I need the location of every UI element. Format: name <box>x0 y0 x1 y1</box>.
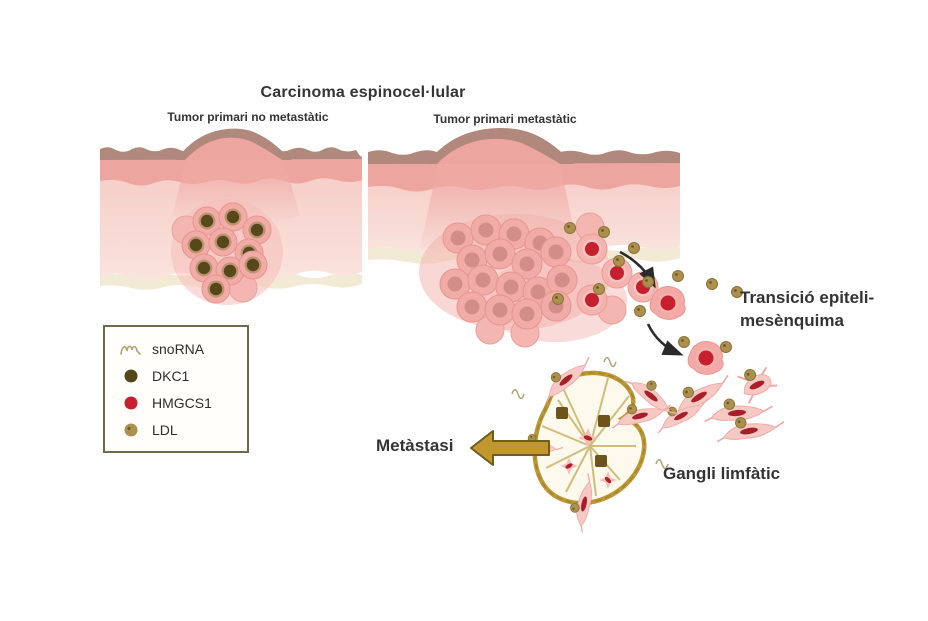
legend-item-hmgcs1: HMGCS1 <box>119 391 237 415</box>
legend-item-label: LDL <box>152 421 178 438</box>
metastasis-label: Metàstasi <box>376 436 454 455</box>
ldl-dot-icon <box>119 421 143 439</box>
emt-arrow-icon <box>646 323 684 356</box>
legend-item-dkc1: DKC1 <box>119 364 237 388</box>
legend-item-snorna: snoRNA <box>119 337 237 361</box>
figure-title: Carcinoma espinocel·lular <box>260 84 466 101</box>
dkc1-dot-icon <box>119 367 143 385</box>
right-tumor-cluster <box>419 212 659 348</box>
lymph-node-illustration <box>511 349 673 533</box>
hmgcs1-dot-icon <box>119 394 143 412</box>
legend-item-label: snoRNA <box>152 340 205 357</box>
legend-box: snoRNA DKC1 HMGCS1 <box>103 325 249 453</box>
legend-item-label: DKC1 <box>152 367 190 384</box>
emt-cell <box>649 286 686 320</box>
emt-annotation-line2: mesènquima <box>740 311 844 330</box>
emt-annotation: Transició epiteli- mesènquima <box>740 286 910 332</box>
emt-annotation-line1: Transició epiteli- <box>740 288 875 307</box>
right-panel-label: Tumor primari metastàtic <box>433 112 577 126</box>
legend-item-ldl: LDL <box>119 418 237 442</box>
lymph-node-tumor-cells <box>560 428 617 489</box>
lymph-node-nodules <box>556 407 610 467</box>
left-tumor-cluster <box>171 199 283 305</box>
emt-cell <box>687 341 724 375</box>
snorna-squiggle-icon <box>119 340 143 358</box>
emt-sequence <box>619 250 743 375</box>
left-panel-label: Tumor primari no metastàtic <box>167 110 329 124</box>
metastasis-arrow-icon <box>470 430 550 466</box>
legend-item-label: HMGCS1 <box>152 394 212 411</box>
lymph-node-label: Gangli limfàtic <box>663 464 781 483</box>
